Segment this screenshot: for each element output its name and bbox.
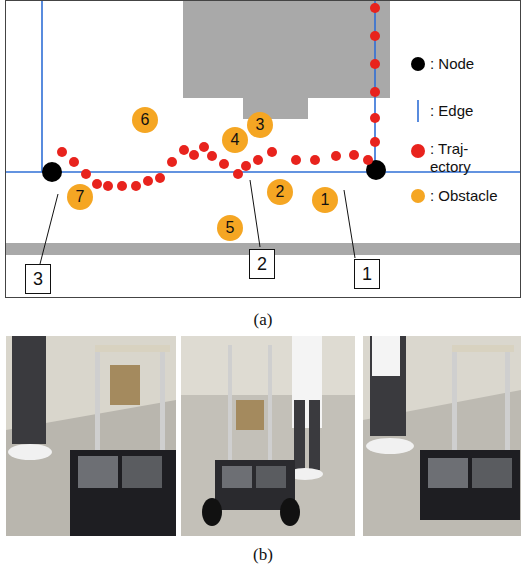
legend-edge-sample xyxy=(417,100,419,122)
obstacle-circle: 6 xyxy=(132,107,158,133)
obstacle-circle: 7 xyxy=(67,184,93,210)
obstacle-number: 5 xyxy=(226,219,235,237)
photo-2 xyxy=(181,336,355,536)
obstacle-number: 1 xyxy=(321,191,330,209)
photo-3 xyxy=(363,336,521,536)
trajectory-dots xyxy=(57,3,380,191)
obstacle-number: 2 xyxy=(276,183,285,201)
building-block xyxy=(183,1,390,98)
legend-swatch xyxy=(411,144,425,158)
callout-number: 1 xyxy=(362,263,372,285)
callout-number: 2 xyxy=(257,253,267,275)
obstacle-circle: 2 xyxy=(267,179,293,205)
obstacle-circle: 5 xyxy=(217,215,243,241)
callout-box: 2 xyxy=(249,249,275,279)
photo-1 xyxy=(6,336,176,536)
legend-text: : Edge xyxy=(430,102,473,120)
legend-text: : Traj- ectory xyxy=(430,140,492,176)
obstacle-number: 6 xyxy=(141,111,150,129)
obstacle-circle: 1 xyxy=(312,187,338,213)
callout-box: 3 xyxy=(25,264,51,294)
obstacle-number: 4 xyxy=(231,131,240,149)
panel-label: (b) xyxy=(253,545,273,565)
obstacle-circle: 4 xyxy=(222,127,248,153)
legend-text: : Node xyxy=(430,55,474,73)
legend-swatch xyxy=(411,189,425,203)
panel-frame xyxy=(6,1,521,298)
panel-label: (a) xyxy=(254,310,273,330)
callout-number: 3 xyxy=(33,268,43,290)
legend-swatch xyxy=(411,57,425,71)
graph-node xyxy=(42,162,62,182)
leader-lines xyxy=(40,180,355,264)
legend-text: : Obstacle xyxy=(430,187,498,205)
obstacle-circle: 3 xyxy=(247,112,273,138)
obstacle-number: 7 xyxy=(76,188,85,206)
obstacle-number: 3 xyxy=(256,116,265,134)
callout-box: 1 xyxy=(354,259,380,289)
